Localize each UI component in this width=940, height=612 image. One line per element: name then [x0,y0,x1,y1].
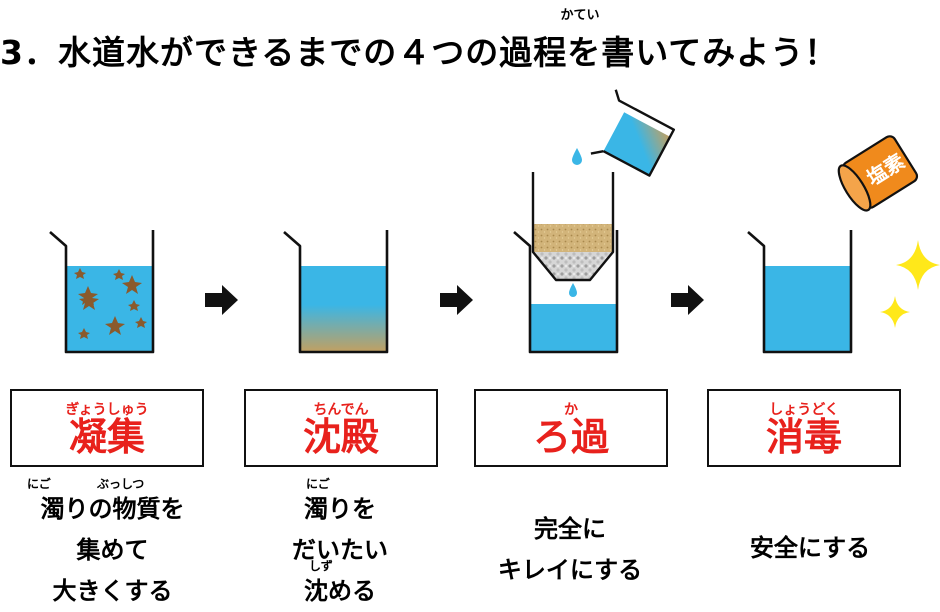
process-illustration: 塩素 [49,89,940,354]
beaker-sedimentation [283,230,389,354]
sand-layer [533,224,613,252]
term-text: 凝集 [68,415,145,459]
desc-line: キレイにする [497,556,643,584]
term-ruby: しょうどく [769,402,839,418]
gravel-layer [533,252,613,280]
desc-line: 濁りの物質を [40,495,185,523]
term-ruby: ぎょうしゅう [65,402,149,418]
desc-ruby: にご [306,477,330,491]
water-fill [300,266,387,352]
water-fill [66,266,153,352]
water-fill [530,304,617,352]
right-arrow-icon [671,285,704,315]
desc-ruby: ぶっしつ [97,477,145,491]
beaker-coagulation [49,230,155,354]
term-ruby: か [564,402,578,418]
term-text: ろ過 [532,415,609,459]
term-box-filtration: か ろ過 [474,389,668,467]
desc-line: 完全に [534,515,606,543]
description-disinfection: 安全にする [700,528,920,569]
desc-ruby: しず [309,559,333,573]
desc-ruby: にご [27,477,51,491]
title-ruby: かてい [560,8,600,23]
pouring-beaker [590,89,676,177]
description-sedimentation: 濁りを だいたい 沈める [240,489,440,612]
water-drop-icon [569,283,577,297]
desc-line: 集めて [76,536,149,564]
desc-line: 安全にする [749,534,871,562]
water-drop-icon [572,148,582,165]
term-box-disinfection: しょうどく 消毒 [707,389,901,467]
term-box-sedimentation: ちんでん 沈殿 [244,389,438,467]
sparkle-icon [896,240,940,290]
description-filtration: 完全に キレイにする [465,509,675,591]
page-title: 3．水道水ができるまでの４つの過程を書いてみよう！ [0,33,839,72]
term-text: 沈殿 [302,415,379,459]
filter-funnel [531,172,615,282]
term-text: 消毒 [765,415,842,459]
water-fill [764,266,851,352]
description-coagulation: 濁りの物質を 集めて 大きくする [0,489,225,612]
right-arrow-icon [205,285,238,315]
desc-line: 濁りを [304,495,376,523]
chlorine-can-icon: 塩素 [837,135,919,212]
beaker-disinfection [747,230,853,354]
desc-line: 大きくする [52,577,173,605]
desc-line: だいたい [292,536,388,564]
desc-line: 沈める [304,577,376,605]
beaker-filtration [513,148,619,354]
term-box-coagulation: ぎょうしゅう 凝集 [10,389,204,467]
floc-particles [74,268,147,339]
term-ruby: ちんでん [313,402,369,418]
right-arrow-icon [440,285,473,315]
sparkle-icon [880,296,910,328]
